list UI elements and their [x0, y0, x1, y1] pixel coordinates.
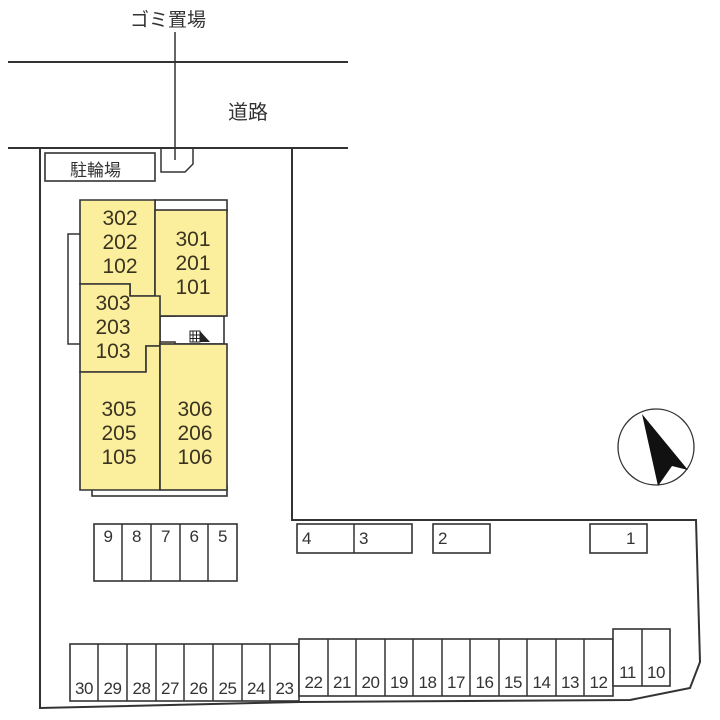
unit-block-106	[159, 343, 228, 491]
site-boundary	[39, 148, 702, 710]
parking-space-18: 18	[418, 673, 437, 692]
unit-label-202: 202	[102, 231, 138, 254]
parking-space-1: 1	[626, 529, 635, 548]
parking-space-13: 13	[561, 673, 579, 692]
parking-space-26: 26	[189, 679, 208, 698]
parking-space-6: 6	[189, 527, 199, 546]
parking-space-15: 15	[504, 673, 522, 692]
parking-space-23: 23	[275, 679, 294, 698]
garbage-area	[160, 148, 194, 173]
parking-space-14: 14	[532, 673, 551, 692]
parking-space-12: 12	[589, 673, 608, 692]
bicycle-parking-box	[44, 152, 156, 182]
parking-row-top-left	[93, 523, 238, 582]
stair-hall	[159, 315, 225, 345]
parking-space-25: 25	[218, 679, 237, 698]
unit-label-306: 306	[177, 398, 213, 421]
unit-block-101	[154, 209, 228, 317]
compass-north-arrow-icon	[617, 408, 695, 486]
parking-space-7: 7	[161, 527, 170, 546]
parking-space-9: 9	[103, 527, 113, 546]
parking-space-11: 11	[619, 663, 636, 682]
unit-label-101: 101	[175, 276, 211, 299]
parking-space-3: 3	[359, 529, 368, 548]
unit-label-206: 206	[177, 422, 213, 445]
unit-label-205: 205	[101, 422, 137, 445]
unit-label-305: 305	[101, 398, 137, 421]
parking-row-top-right	[296, 523, 648, 554]
parking-space-29: 29	[103, 679, 122, 698]
unit-label-203: 203	[95, 316, 131, 339]
unit-label-301: 301	[175, 228, 211, 251]
parking-space-28: 28	[132, 679, 151, 698]
bicycle-parking-label: 駐輪場	[70, 161, 121, 181]
unit-label-201: 201	[175, 252, 211, 275]
parking-space-20: 20	[361, 673, 380, 692]
unit-label-103: 103	[95, 340, 131, 363]
parking-space-4: 4	[302, 529, 311, 548]
parking-space-10: 10	[647, 663, 665, 682]
unit-label-302: 302	[102, 207, 138, 230]
parking-space-24: 24	[247, 679, 265, 698]
parking-space-5: 5	[218, 527, 227, 546]
parking-space-17: 17	[447, 673, 465, 692]
parking-row-bottom	[69, 628, 671, 702]
parking-space-27: 27	[161, 679, 179, 698]
unit-block-105	[79, 341, 176, 491]
parking-space-22: 22	[304, 673, 323, 692]
parking-space-21: 21	[333, 673, 351, 692]
unit-label-303: 303	[95, 292, 131, 315]
parking-space-19: 19	[390, 673, 408, 692]
unit-label-105: 105	[101, 446, 137, 469]
unit-label-102: 102	[102, 255, 138, 278]
parking-space-8: 8	[132, 527, 141, 546]
road-label: 道路	[228, 100, 268, 124]
garbage-area-label: ゴミ置場	[130, 9, 207, 31]
parking-space-30: 30	[75, 679, 93, 698]
parking-space-2: 2	[438, 529, 447, 548]
unit-label-106: 106	[177, 446, 213, 469]
stairs-icon	[189, 330, 210, 343]
parking-space-16: 16	[475, 673, 494, 692]
